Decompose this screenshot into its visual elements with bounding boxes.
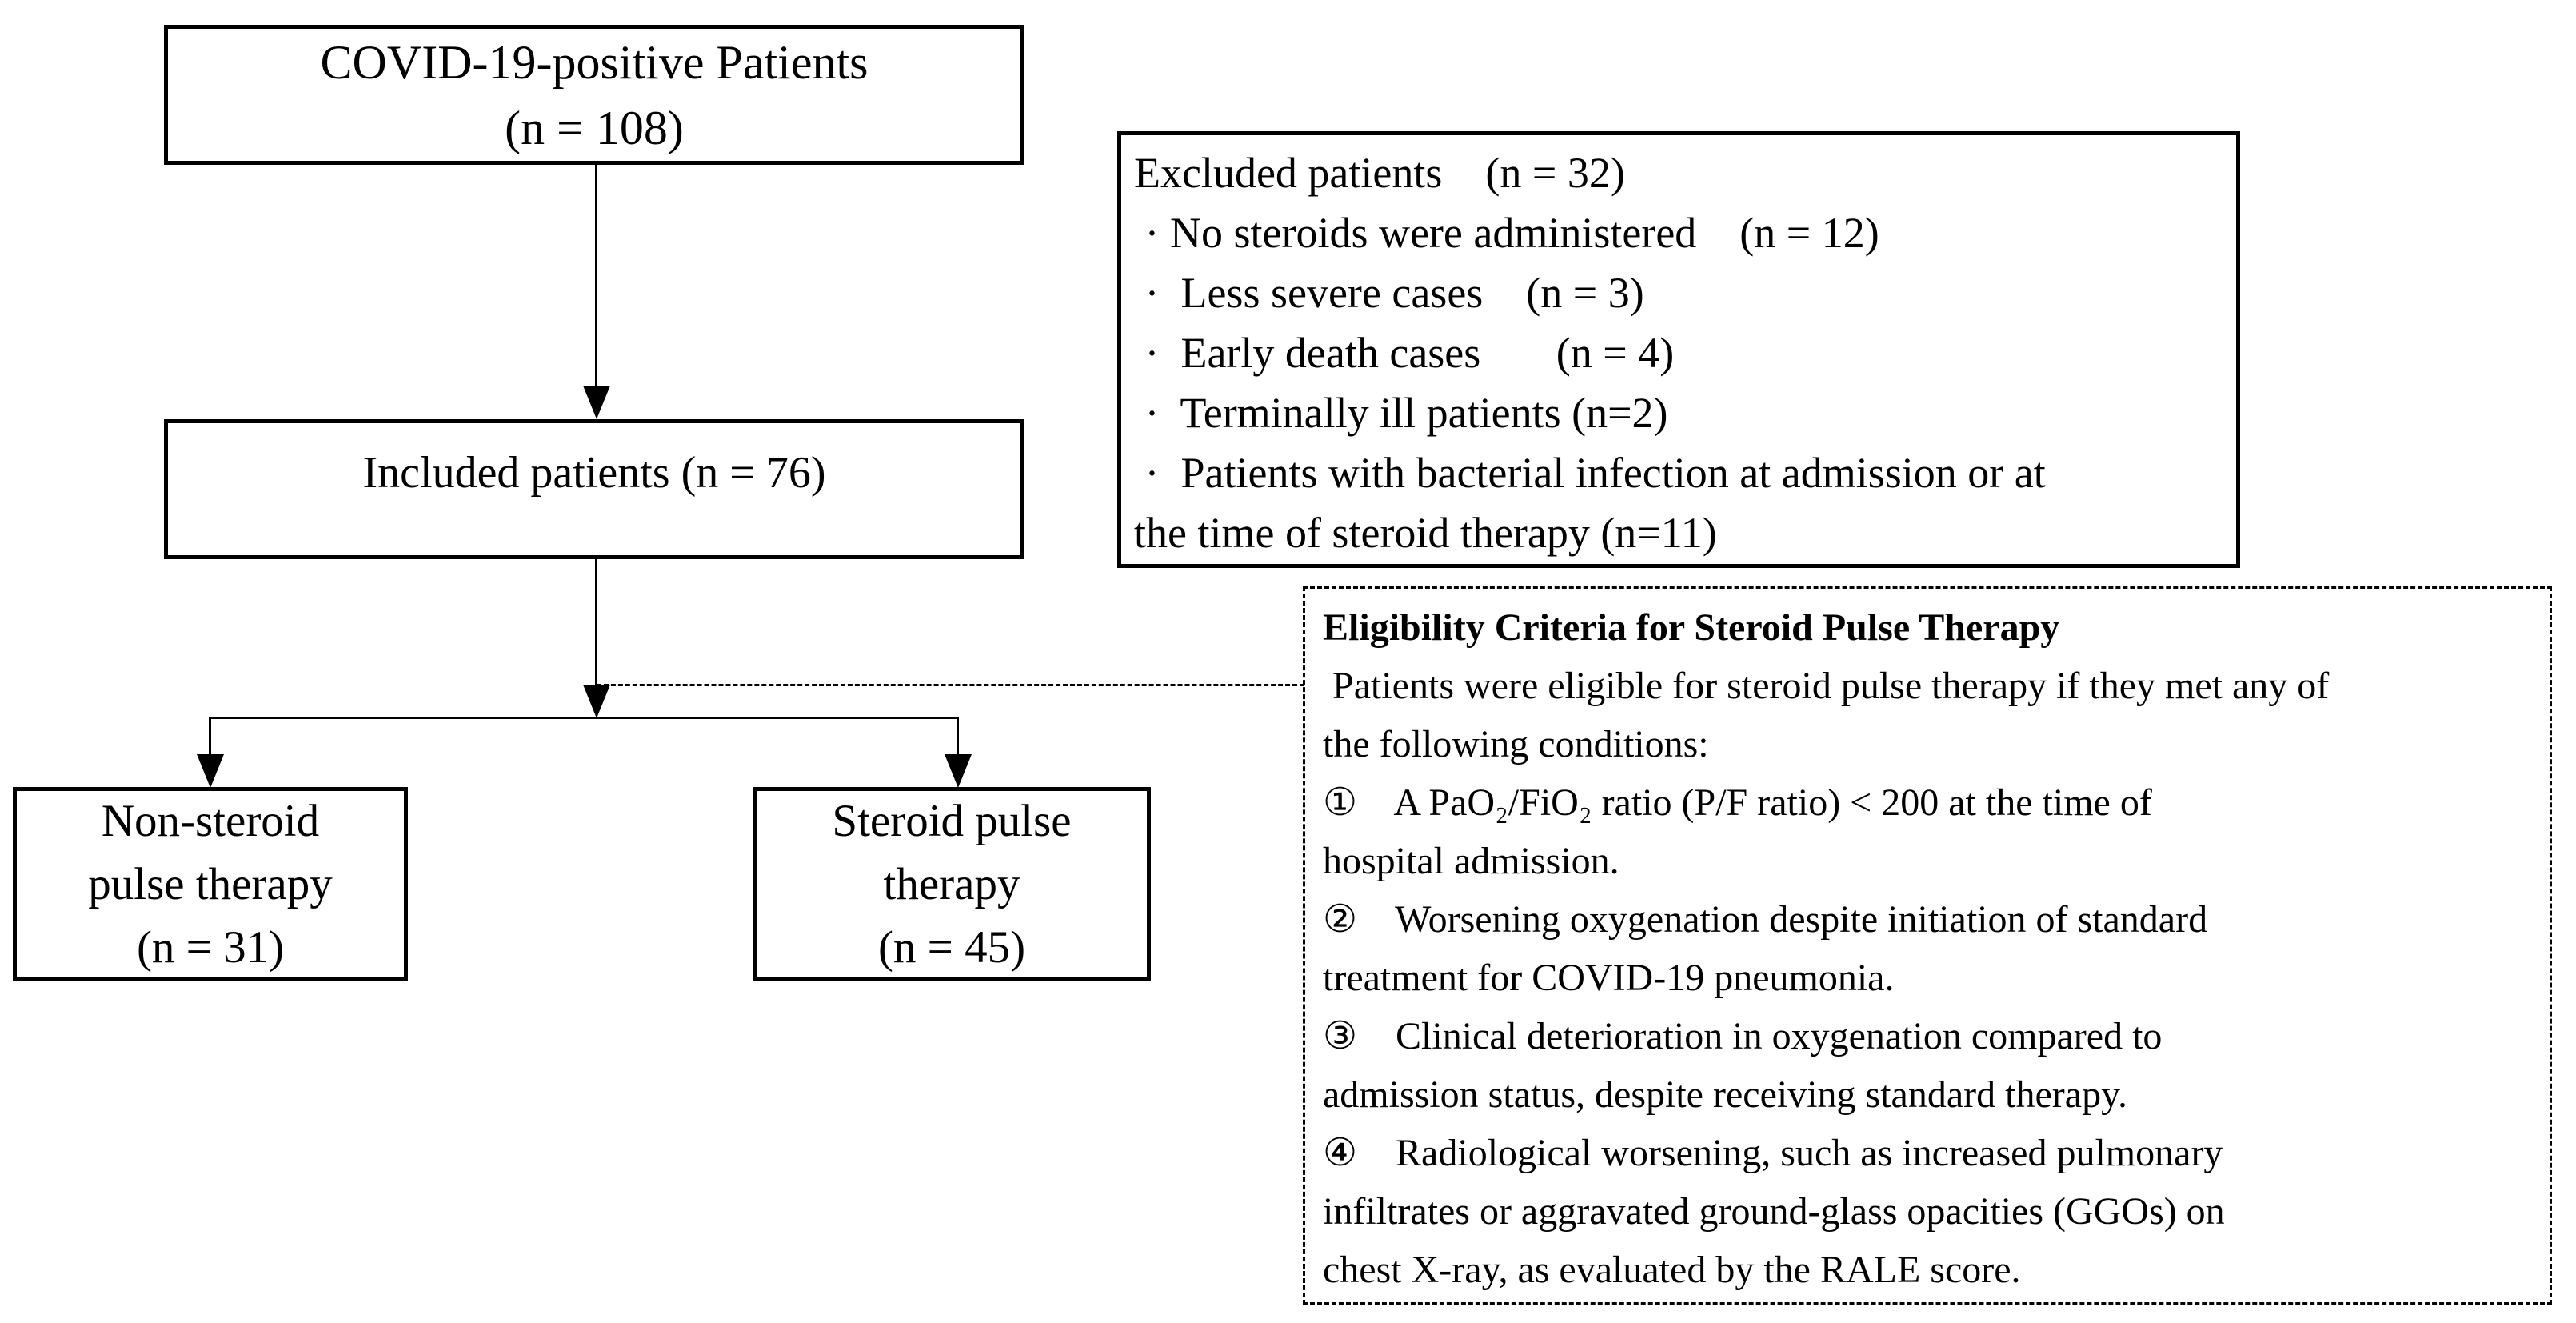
eligibility-criterion-4-cont-2: chest X-ray, as evaluated by the RALE sc…: [1323, 1249, 2021, 1291]
eligibility-criterion-3-cont: admission status, despite receiving stan…: [1323, 1073, 2127, 1116]
excluded-item-terminally-ill: · Terminally ill patients (n=2): [1134, 389, 1668, 437]
arrow-down-branch-icon: [583, 685, 610, 718]
eligibility-criterion-2: ② Worsening oxygenation despite initiati…: [1323, 898, 2208, 941]
eligibility-criteria-box: Eligibility Criteria for Steroid Pulse T…: [1303, 586, 2552, 1305]
non-steroid-line-2: pulse therapy: [88, 859, 333, 909]
covid-positive-box: COVID-19-positive Patients (n = 108): [164, 25, 1024, 165]
eligibility-criterion-1-cont: hospital admission.: [1323, 840, 1619, 882]
covid-positive-count: (n = 108): [505, 101, 684, 154]
arrow-down-included-icon: [583, 386, 610, 419]
excluded-item-bacterial-infection: · Patients with bacterial infection at a…: [1134, 449, 2046, 497]
connector-branch-to-steroid: [957, 717, 959, 757]
steroid-pulse-box: Steroid pulse therapy (n = 45): [753, 787, 1151, 981]
excluded-item-less-severe: · Less severe cases (n = 3): [1134, 269, 1644, 317]
excluded-item-bacterial-infection-cont: the time of steroid therapy (n=11): [1134, 509, 1717, 557]
non-steroid-box: Non-steroid pulse therapy (n = 31): [13, 787, 408, 981]
steroid-pulse-line-2: therapy: [883, 859, 1020, 909]
eligibility-criterion-3: ③ Clinical deterioration in oxygenation …: [1323, 1015, 2163, 1057]
included-patients-box: Included patients (n = 76): [164, 419, 1024, 559]
non-steroid-count: (n = 31): [136, 922, 285, 973]
connector-branch-to-non-steroid: [209, 717, 211, 757]
excluded-item-no-steroids: · No steroids were administered (n = 12): [1134, 209, 1879, 257]
connector-included-to-branch: [595, 558, 597, 686]
non-steroid-line-1: Non-steroid: [101, 796, 320, 846]
included-patients-line: Included patients (n = 76): [362, 447, 826, 498]
branch-line: [209, 717, 959, 719]
eligibility-criterion-4-cont-1: infiltrates or aggravated ground-glass o…: [1323, 1190, 2225, 1233]
excluded-item-early-death: · Early death cases (n = 4): [1134, 329, 1675, 377]
steroid-pulse-line-1: Steroid pulse: [832, 796, 1072, 846]
covid-positive-line-1: COVID-19-positive Patients: [320, 35, 869, 89]
excluded-title-line: Excluded patients (n = 32): [1134, 149, 1625, 197]
excluded-patients-box: Excluded patients (n = 32) · No steroids…: [1117, 131, 2240, 568]
eligibility-criterion-1: ① A PaO₂/FiO₂ ratio (P/F ratio) < 200 at…: [1323, 781, 2152, 824]
dashed-connector-eligibility: [597, 684, 1304, 686]
arrow-down-steroid-icon: [945, 754, 972, 788]
steroid-pulse-count: (n = 45): [877, 922, 1026, 973]
eligibility-criterion-4: ④ Radiological worsening, such as increa…: [1323, 1132, 2223, 1174]
eligibility-criterion-2-cont: treatment for COVID-19 pneumonia.: [1323, 957, 1895, 999]
arrow-down-non-steroid-icon: [197, 754, 224, 788]
eligibility-intro-line-2: the following conditions:: [1323, 723, 1709, 765]
eligibility-intro-line-1: Patients were eligible for steroid pulse…: [1323, 665, 2330, 707]
eligibility-title: Eligibility Criteria for Steroid Pulse T…: [1323, 606, 2060, 649]
connector-covid-to-included: [595, 164, 597, 390]
